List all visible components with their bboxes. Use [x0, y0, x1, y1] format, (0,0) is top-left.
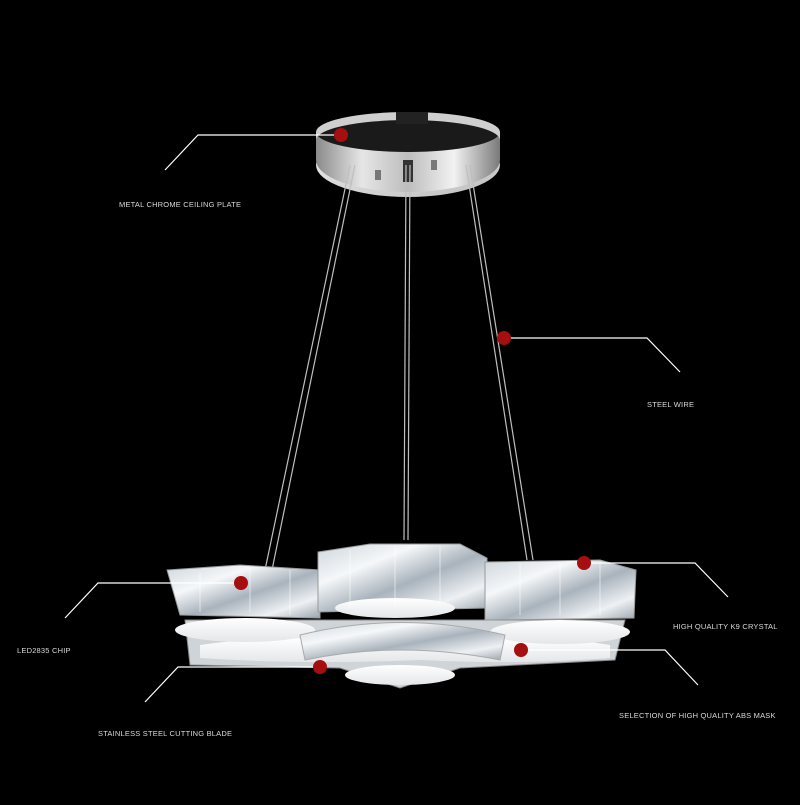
callout-line-cutting-blade	[144, 666, 320, 703]
crystal-fixture	[166, 543, 637, 689]
callout-line-ceiling-plate	[164, 134, 341, 171]
callout-dot-k9-crystal	[577, 556, 591, 570]
steel-wires	[264, 164, 534, 571]
callout-dot-cutting-blade	[313, 660, 327, 674]
label-k9-crystal: HIGH QUALITY K9 CRYSTAL	[673, 622, 778, 631]
callout-dot-steel-wire	[497, 331, 511, 345]
callout-lines	[64, 134, 729, 703]
callout-dot-led-chip	[234, 576, 248, 590]
ceiling-plate	[316, 112, 500, 197]
label-ceiling-plate: METAL CHROME CEILING PLATE	[119, 200, 242, 209]
callout-line-led-chip	[64, 582, 241, 619]
callout-dot-abs-mask	[514, 643, 528, 657]
callout-line-k9-crystal	[584, 562, 729, 598]
label-led-chip: LED2835 CHIP	[17, 646, 71, 655]
callout-line-steel-wire	[504, 337, 681, 373]
callout-dot-ceiling-plate	[334, 128, 348, 142]
label-steel-wire: STEEL WIRE	[647, 400, 695, 409]
label-abs-mask: SELECTION OF HIGH QUALITY ABS MASK	[619, 711, 776, 720]
label-cutting-blade: STAINLESS STEEL CUTTING BLADE	[98, 729, 233, 738]
callout-dots	[234, 128, 591, 674]
callout-line-abs-mask	[521, 649, 699, 686]
